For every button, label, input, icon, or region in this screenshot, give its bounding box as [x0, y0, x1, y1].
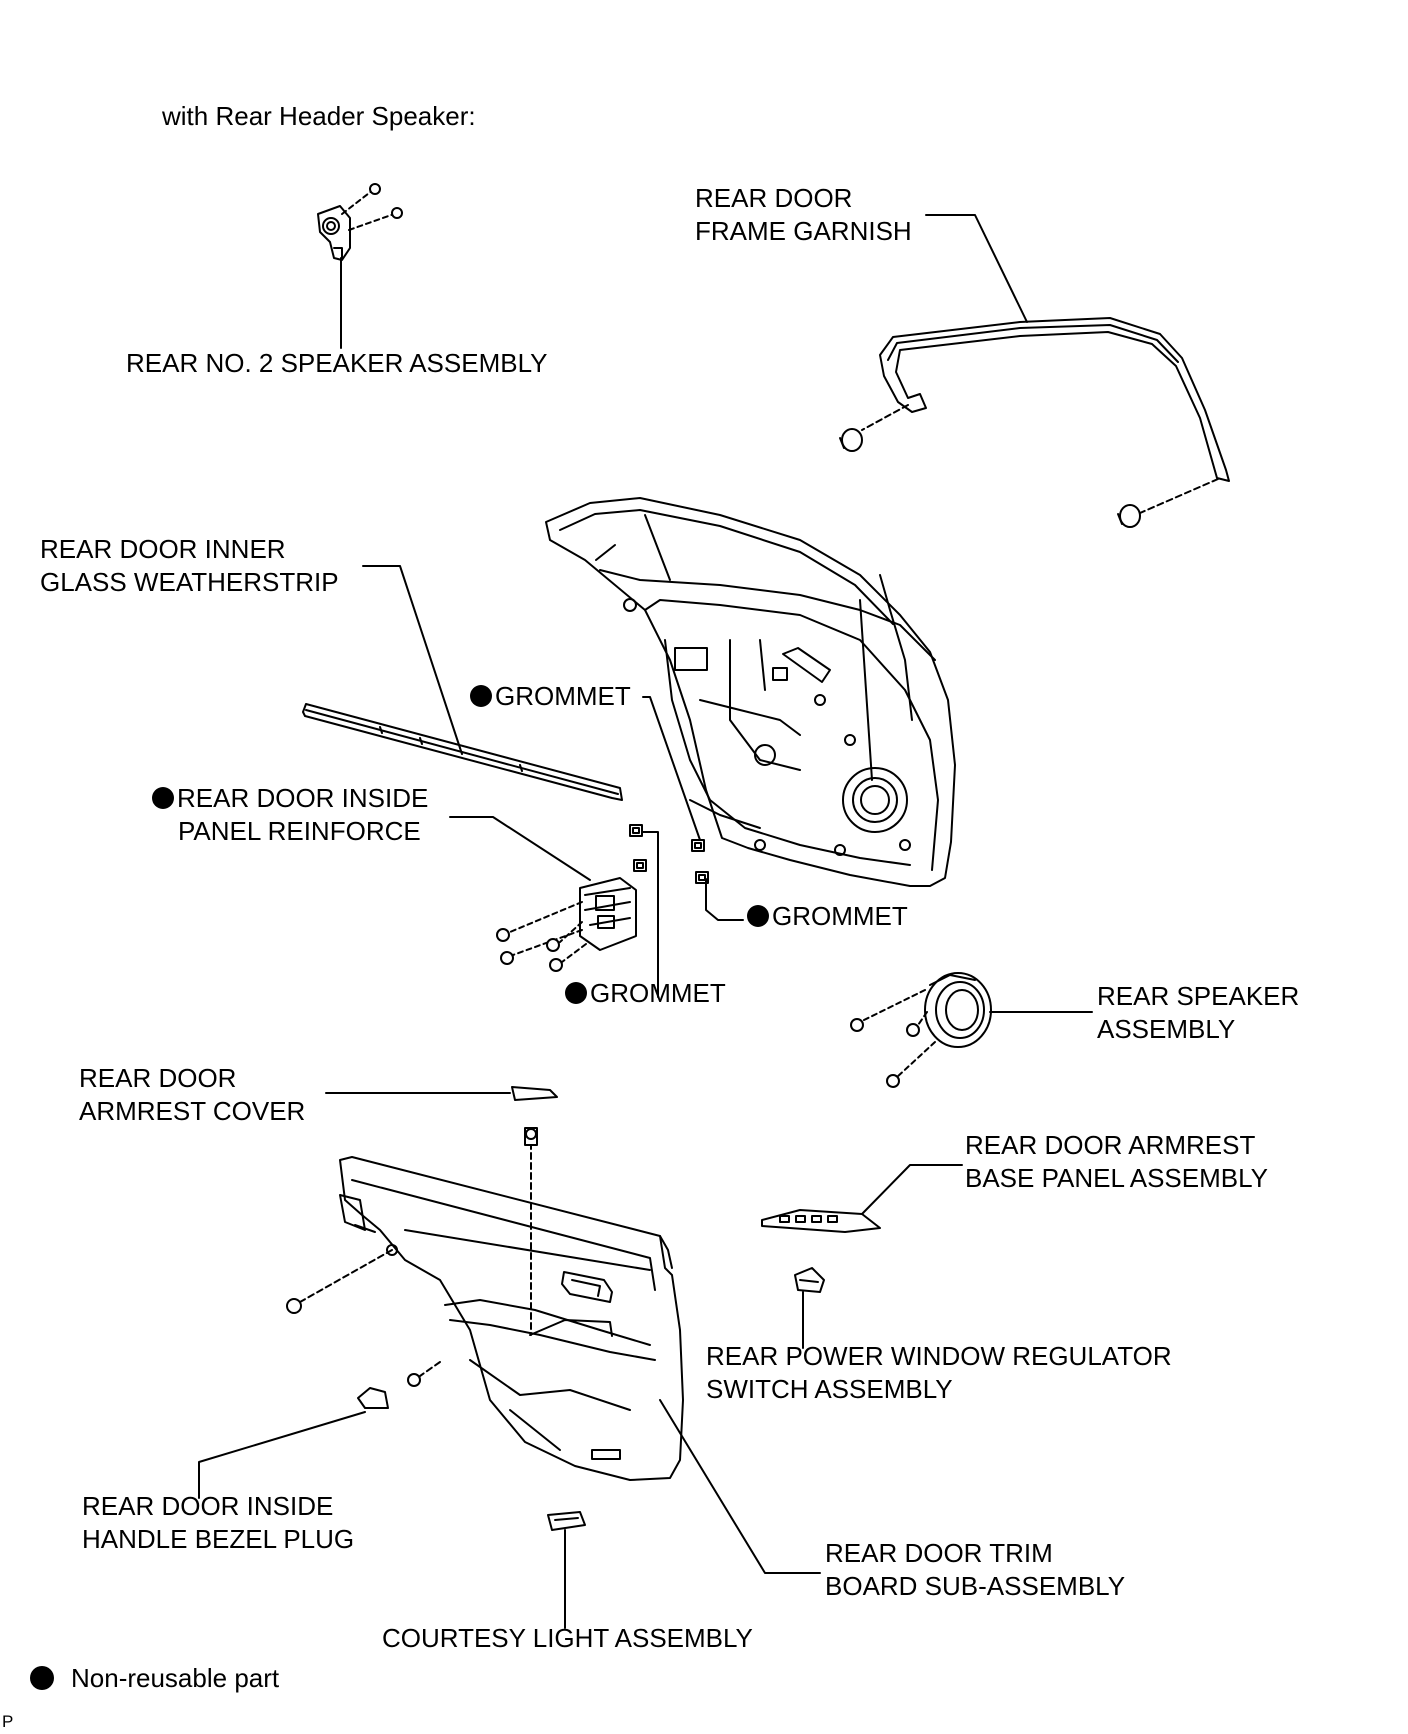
label-line: REAR DOOR INSIDE — [82, 1491, 334, 1521]
diagram-id: P — [2, 1712, 14, 1731]
label-line: GROMMET — [495, 681, 631, 711]
label-grommet-right: GROMMET — [747, 900, 908, 933]
label-line: BASE PANEL ASSEMBLY — [965, 1163, 1268, 1193]
label-power-window-switch: REAR POWER WINDOW REGULATOR SWITCH ASSEM… — [706, 1340, 1172, 1406]
label-line: HANDLE BEZEL PLUG — [82, 1524, 355, 1554]
label-line: REAR SPEAKER — [1097, 981, 1300, 1011]
grommets-part — [629, 696, 744, 998]
label-trim-board: REAR DOOR TRIM BOARD SUB-ASSEMBLY — [825, 1537, 1125, 1603]
label-line: REAR DOOR INSIDE — [152, 782, 428, 815]
non-reusable-marker-icon — [747, 905, 769, 927]
handle-bezel-plug-part — [198, 1387, 389, 1499]
rear-speaker-part — [850, 972, 1093, 1088]
label-grommet-bottom: GROMMET — [565, 977, 726, 1010]
power-window-switch-part — [794, 1267, 825, 1349]
label-line: GROMMET — [590, 978, 726, 1008]
rear-no2-speaker-part — [317, 183, 403, 349]
label-line: REAR DOOR ARMREST — [965, 1130, 1256, 1160]
label-line: REAR DOOR TRIM — [825, 1538, 1053, 1568]
non-reusable-marker-icon — [565, 982, 587, 1004]
label-line: REAR DOOR — [695, 183, 853, 213]
inside-panel-reinforce-part — [449, 816, 637, 972]
label-rear-no2-speaker: REAR NO. 2 SPEAKER ASSEMBLY — [126, 347, 547, 380]
label-line: BOARD SUB-ASSEMBLY — [825, 1571, 1126, 1601]
label-line: FRAME GARNISH — [695, 216, 912, 246]
label-armrest-cover: REAR DOOR ARMREST COVER — [79, 1062, 305, 1128]
label-line: GROMMET — [772, 901, 908, 931]
legend-text: Non-reusable part — [71, 1663, 280, 1693]
rear-door-panel-part — [545, 497, 956, 887]
non-reusable-marker-icon — [470, 685, 492, 707]
label-line: SWITCH ASSEMBLY — [706, 1374, 953, 1404]
armrest-base-panel-part — [761, 1164, 963, 1233]
label-line: PANEL REINFORCE — [178, 816, 421, 846]
legend-non-reusable-icon — [30, 1666, 54, 1690]
label-armrest-base-panel: REAR DOOR ARMREST BASE PANEL ASSEMBLY — [965, 1129, 1268, 1195]
label-line: REAR DOOR INNER — [40, 534, 286, 564]
label-frame-garnish: REAR DOOR FRAME GARNISH — [695, 182, 912, 248]
frame-garnish-part — [839, 214, 1230, 528]
label-line: GLASS WEATHERSTRIP — [40, 567, 339, 597]
label-grommet-top: GROMMET — [470, 680, 631, 713]
label-inner-glass-weatherstrip: REAR DOOR INNER GLASS WEATHERSTRIP — [40, 533, 339, 599]
label-courtesy-light: COURTESY LIGHT ASSEMBLY — [382, 1622, 753, 1655]
label-line: ARMREST COVER — [79, 1096, 306, 1126]
label-line: REAR NO. 2 SPEAKER ASSEMBLY — [126, 348, 548, 378]
label-handle-bezel-plug: REAR DOOR INSIDE HANDLE BEZEL PLUG — [82, 1490, 354, 1556]
non-reusable-marker-icon — [152, 787, 174, 809]
label-inside-panel-reinforce: REAR DOOR INSIDE PANEL REINFORCE — [152, 782, 428, 848]
label-line: ASSEMBLY — [1097, 1014, 1236, 1044]
armrest-cover-part — [325, 1086, 558, 1101]
courtesy-light-part — [547, 1511, 586, 1629]
label-line: REAR POWER WINDOW REGULATOR — [706, 1341, 1172, 1371]
label-line: REAR DOOR — [79, 1063, 237, 1093]
label-line: COURTESY LIGHT ASSEMBLY — [382, 1623, 753, 1653]
inner-glass-weatherstrip-part — [302, 565, 623, 801]
label-text: REAR DOOR INSIDE — [177, 783, 429, 813]
label-rear-speaker: REAR SPEAKER ASSEMBLY — [1097, 980, 1299, 1046]
diagram-header: with Rear Header Speaker: — [162, 101, 476, 131]
trim-board-part — [286, 1127, 821, 1574]
